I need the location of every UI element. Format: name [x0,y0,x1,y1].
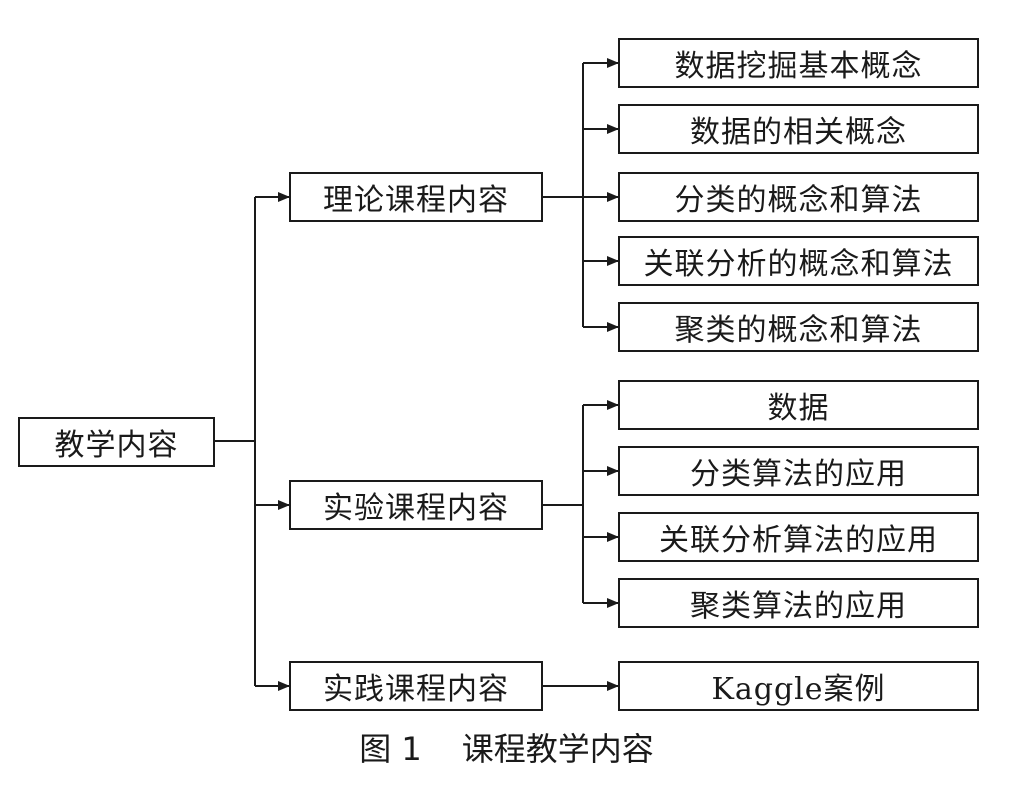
leaf-theory-2: 数据的相关概念 [618,104,979,154]
figure-caption: 图 1 课程教学内容 [0,722,1013,772]
leaf-theory-5: 聚类的概念和算法 [618,302,979,352]
leaf-theory-1: 数据挖掘基本概念 [618,38,979,88]
leaf-experiment-3: 关联分析算法的应用 [618,512,979,562]
branch-experiment: 实验课程内容 [289,480,543,530]
leaf-theory-3: 分类的概念和算法 [618,172,979,222]
leaf-experiment-2: 分类算法的应用 [618,446,979,496]
leaf-practice-1: Kaggle案例 [618,661,979,711]
root-node: 教学内容 [18,417,215,467]
leaf-theory-4: 关联分析的概念和算法 [618,236,979,286]
figure-number: 图 1 [359,730,422,768]
leaf-experiment-4: 聚类算法的应用 [618,578,979,628]
branch-theory: 理论课程内容 [289,172,543,222]
leaf-experiment-1: 数据 [618,380,979,430]
branch-practice: 实践课程内容 [289,661,543,711]
figure-title: 课程教学内容 [461,730,654,768]
